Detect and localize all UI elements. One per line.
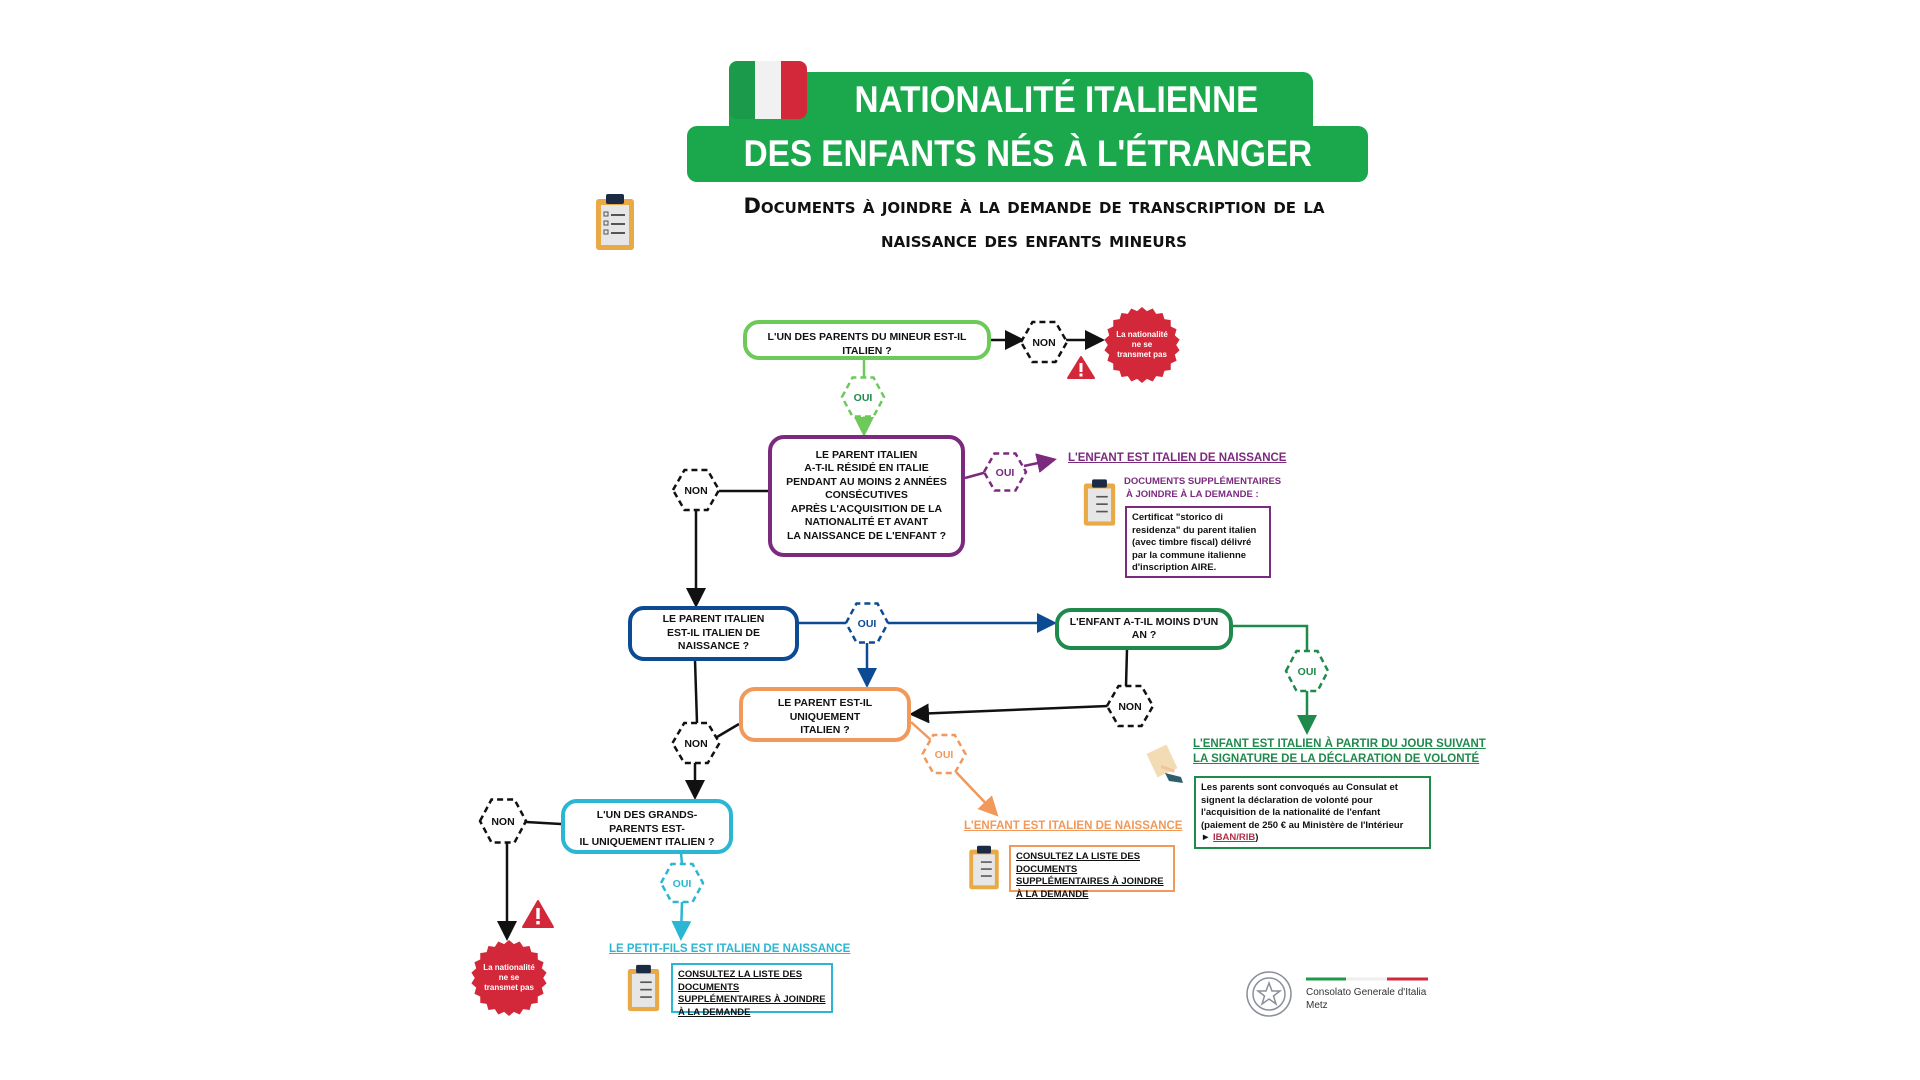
connector (693, 659, 699, 724)
connector (679, 852, 684, 865)
hexagon-shape (982, 452, 1028, 492)
hexagon-shape (671, 721, 721, 765)
question-parent-italian-by-birth: LE PARENT ITALIEN EST-IL ITALIEN DE NAIS… (628, 606, 799, 661)
warning-icon (1067, 356, 1095, 379)
declaration-text: Les parents sont convoqués au Consulat e… (1201, 782, 1404, 831)
yes-hexagon: OUI (840, 376, 886, 418)
italian-republic-emblem (1246, 971, 1292, 1017)
connector (964, 470, 988, 480)
no-label: NON (1032, 337, 1055, 349)
yes-label: OUI (1298, 666, 1317, 678)
clipboard-icon (969, 845, 999, 890)
arrow-icon: ► (1201, 832, 1211, 843)
documents-list-link[interactable]: CONSULTEZ LA LISTE DES DOCUMENTS SUPPLÉM… (1009, 845, 1175, 900)
docs-heading-line: DOCUMENTS SUPPLÉMENTAIRES (1124, 476, 1282, 487)
yes-label: OUI (673, 878, 692, 890)
connector (1023, 453, 1057, 473)
title-line-1: NATIONALITÉ ITALIENNE (729, 72, 1313, 128)
hexagon-shape (840, 376, 886, 418)
hexagon-shape (1105, 684, 1155, 728)
badge-text: La nationalité (483, 963, 535, 972)
yes-hexagon: OUI (1284, 649, 1330, 693)
no-transmission-badge: La nationalité ne se transmet pas (1104, 307, 1180, 383)
no-hexagon: NON (1105, 684, 1155, 728)
clipboard-icon (1083, 479, 1116, 526)
no-hexagon: NON (1019, 320, 1069, 364)
connector (1124, 648, 1129, 687)
subtitle-line-2: naissance des enfants mineurs (881, 228, 1187, 252)
clipboard-icon (596, 194, 634, 250)
badge-shape (1104, 307, 1180, 383)
badge-shape (471, 940, 547, 1016)
connector (525, 820, 562, 826)
no-label: NON (491, 816, 514, 828)
yes-label: OUI (858, 618, 877, 630)
badge-text: ne se (499, 973, 520, 982)
no-hexagon: NON (671, 721, 721, 765)
badge-text: La nationalité (1116, 330, 1168, 339)
question-parent-only-italian: LE PARENT EST-IL UNIQUEMENT ITALIEN ? (739, 687, 911, 742)
question-grandparent-only-italian: L'UN DES GRANDS-PARENTS EST- IL UNIQUEME… (561, 799, 733, 854)
hexagon-shape (1284, 649, 1330, 693)
hexagon-shape (659, 862, 705, 904)
hexagon-shape (1019, 320, 1069, 364)
yes-label: OUI (996, 467, 1015, 479)
consulate-line: Consolato Generale d'Italia (1306, 987, 1427, 998)
hexagon-shape (844, 602, 890, 644)
no-label: NON (1118, 701, 1141, 713)
connector (955, 771, 999, 817)
no-hexagon: NON (478, 798, 528, 844)
question-residence-italy: LE PARENT ITALIEN A-T-IL RÉSIDÉ EN ITALI… (768, 435, 965, 557)
badge-text: transmet pas (484, 983, 534, 992)
subtitle-line-1: Documents à joindre à la demande de tran… (743, 194, 1325, 218)
hexagon-shape (478, 798, 528, 844)
hexagon-shape (921, 733, 967, 775)
badge-text: transmet pas (1117, 350, 1167, 359)
yes-hexagon: OUI (659, 862, 705, 904)
italian-flag-icon (729, 61, 807, 119)
title-line-1-text: NATIONALITÉ ITALIENNE (854, 79, 1258, 120)
declaration-suffix: ) (1255, 832, 1259, 843)
yes-hexagon: OUI (844, 602, 890, 644)
badge-text: ne se (1132, 340, 1153, 349)
yes-hexagon: OUI (982, 452, 1028, 492)
question-child-under-one: L'ENFANT A-T-IL MOINS D'UN AN ? (1055, 608, 1233, 650)
outcome-italian-by-birth-title: L'ENFANT EST ITALIEN DE NAISSANCE (1068, 452, 1287, 464)
outcome-declaration-title-1: L'ENFANT EST ITALIEN À PARTIR DU JOUR SU… (1193, 738, 1486, 750)
yes-label: OUI (935, 749, 954, 761)
consulate-city: Metz (1306, 1000, 1328, 1011)
no-label: NON (684, 738, 707, 750)
connector (716, 722, 740, 739)
no-transmission-badge: La nationalité ne se transmet pas (471, 940, 547, 1016)
warning-icon (522, 900, 554, 928)
connector (671, 901, 692, 941)
yes-label: OUI (854, 392, 873, 404)
outcome-grandchild-title: LE PETIT-FILS EST ITALIEN DE NAISSANCE (609, 943, 851, 955)
question-parent-italian: L'UN DES PARENTS DU MINEUR EST-IL ITALIE… (743, 320, 991, 360)
outcome-declaration-title-2: LA SIGNATURE DE LA DÉCLARATION DE VOLONT… (1193, 753, 1480, 765)
outcome-italian-by-birth-title: L'ENFANT EST ITALIEN DE NAISSANCE (964, 820, 1183, 832)
title-line-2: DES ENFANTS NÉS À L'ÉTRANGER (687, 126, 1368, 182)
iban-rib-link[interactable]: IBAN/RIB (1213, 832, 1256, 843)
title-line-2-text: DES ENFANTS NÉS À L'ÉTRANGER (743, 133, 1312, 174)
connector (909, 703, 1109, 724)
signing-document-icon (1146, 744, 1183, 783)
declaration-info-box: Les parents sont convoqués au Consulat e… (1194, 776, 1431, 849)
no-hexagon: NON (671, 468, 721, 512)
yes-hexagon: OUI (921, 733, 967, 775)
connector (910, 721, 933, 742)
documents-list-link[interactable]: CONSULTEZ LA LISTE DES DOCUMENTS SUPPLÉM… (671, 963, 833, 1018)
connector (1232, 624, 1309, 651)
residence-certificate-box: Certificat "storico di residenza" du par… (1125, 506, 1271, 578)
clipboard-icon (627, 964, 660, 1012)
docs-heading-line: À JOINDRE À LA DEMANDE : (1126, 488, 1259, 500)
hexagon-shape (671, 468, 721, 512)
no-label: NON (684, 485, 707, 497)
